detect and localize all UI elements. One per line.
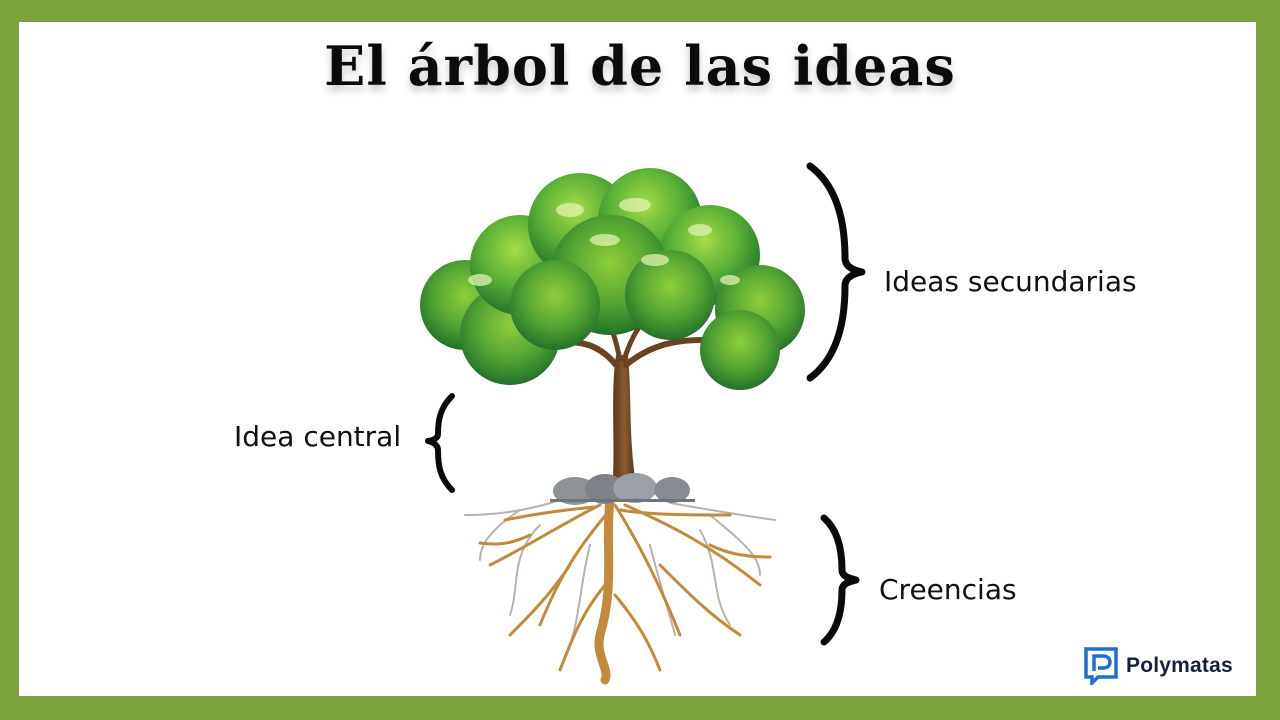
label-secondary-ideas: Ideas secundarias bbox=[884, 265, 1137, 298]
rocks bbox=[550, 473, 695, 505]
brace-central-idea bbox=[425, 393, 455, 493]
tree-illustration bbox=[420, 168, 805, 685]
brand-name: Polymatas bbox=[1126, 654, 1233, 677]
slide-title: El árbol de las ideas bbox=[324, 34, 956, 98]
label-central-idea: Idea central bbox=[234, 420, 402, 453]
label-beliefs: Creencias bbox=[879, 573, 1017, 606]
brand-logo: Polymatas bbox=[1084, 647, 1233, 685]
brace-beliefs bbox=[820, 514, 860, 646]
roots bbox=[464, 495, 776, 685]
polymatas-logo-icon bbox=[1084, 647, 1118, 685]
brace-secondary-ideas bbox=[806, 162, 866, 382]
canopy bbox=[420, 168, 805, 390]
